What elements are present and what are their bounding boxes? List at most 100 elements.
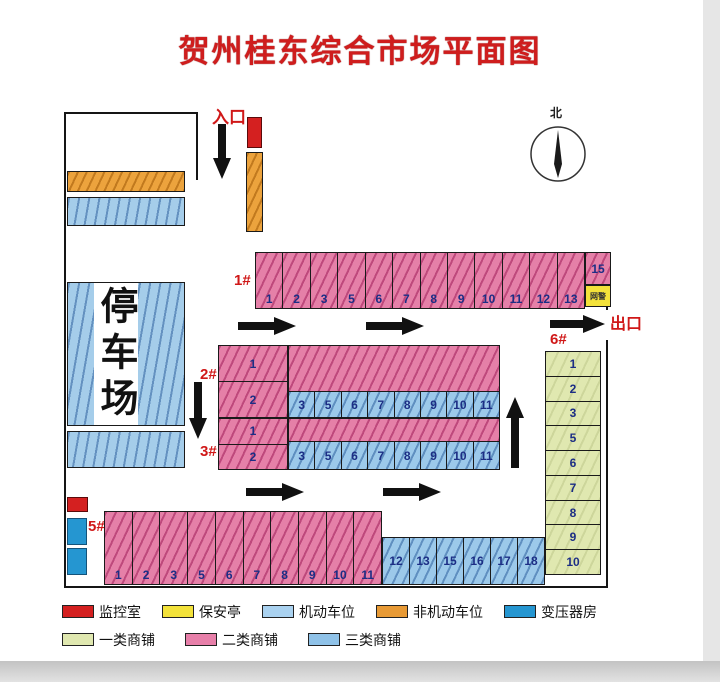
shop-row-3: 3 5 6 7 8 9 10 11 — [288, 441, 500, 470]
legend-swatch — [308, 633, 340, 646]
legend-row-1: 监控室 保安亭 机动车位 非机动车位 变压器房 — [62, 599, 682, 624]
shop-cell: 12 — [389, 554, 403, 568]
entrance-label: 入口 — [212, 108, 246, 127]
security-booth-box: 网警 — [585, 285, 611, 307]
shop-cell: 3 — [309, 253, 337, 308]
flow-arrow-right-icon — [238, 316, 298, 336]
shop-cell: 6 — [214, 512, 243, 584]
shop-cell: 8 — [270, 512, 298, 584]
shop-cell: 11 — [353, 512, 381, 584]
shop-cell: 3 — [159, 512, 187, 584]
shop-cell: 10 — [546, 549, 600, 574]
shop-cell: 9 — [419, 442, 446, 469]
page-edge-bottom — [0, 661, 720, 682]
legend-label: 三类商铺 — [345, 631, 401, 648]
entrance-arrow-down-icon — [212, 124, 232, 180]
legend-swatch — [62, 605, 94, 618]
monitor-room-box-2 — [67, 497, 88, 512]
transformer-room-box-2 — [67, 548, 87, 575]
shop-row-3-left: 1 2 — [218, 418, 288, 470]
shop-cell: 6 — [546, 450, 600, 475]
legend-swatch — [185, 633, 217, 646]
legend-swatch — [62, 633, 94, 646]
shop-row-5-pink: 1 2 3 5 6 7 8 9 10 11 — [104, 511, 382, 585]
legend-swatch — [162, 605, 194, 618]
shop-cell: 16 — [463, 538, 490, 584]
shop-cell: 9 — [546, 524, 600, 549]
shop-cell: 9 — [419, 392, 446, 417]
flow-arrow-right-icon — [383, 482, 443, 502]
exit-label: 出口 — [610, 316, 643, 333]
legend-item: 机动车位 — [262, 602, 355, 622]
shop-cell: 5 — [337, 253, 364, 308]
wall-entry-vertical — [196, 112, 198, 180]
legend-item: 非机动车位 — [376, 602, 483, 622]
shop-cell: 5 — [314, 392, 340, 417]
shop-cell: 5 — [546, 425, 600, 450]
shop-block-2-rear — [288, 345, 500, 392]
shop-cell: 6 — [340, 392, 367, 417]
shop-cell: 6 — [364, 253, 392, 308]
transformer-room-box — [67, 518, 87, 545]
lane-arrow-up-icon — [505, 396, 525, 468]
shop-cell: 8 — [393, 442, 420, 469]
shop-cell: 2 — [131, 512, 160, 584]
legend-item: 三类商铺 — [308, 630, 401, 650]
shop-cell: 12 — [529, 253, 556, 308]
shop-cell: 11 — [472, 392, 499, 417]
shop-cell: 1 — [249, 356, 257, 371]
shop-cell: 1 — [249, 424, 257, 439]
legend-row-2: 一类商铺 二类商铺 三类商铺 — [62, 627, 682, 652]
row3-label: 3# — [200, 443, 217, 460]
legend-item: 一类商铺 — [62, 630, 155, 650]
legend-label: 机动车位 — [299, 603, 355, 620]
non-motor-parking-strip — [67, 171, 185, 192]
shop-cell: 2 — [219, 443, 287, 470]
legend-swatch — [376, 605, 408, 618]
shop-cell: 2 — [546, 375, 600, 401]
shop-row-6: 1 2 3 5 6 7 8 9 10 — [545, 351, 601, 575]
shop-cell: 8 — [419, 253, 447, 308]
shop-cell: 13 — [409, 538, 436, 584]
page-edge-right — [703, 0, 720, 682]
shop-cell: 1 — [115, 568, 122, 582]
parking-label: 停车场 — [94, 286, 136, 424]
legend-item: 保安亭 — [162, 602, 241, 622]
shop-cell: 6 — [340, 442, 367, 469]
shop-cell: 7 — [242, 512, 271, 584]
wall-top-left — [64, 112, 198, 114]
shop-cell: 1 — [265, 292, 273, 306]
parking-text-band — [94, 283, 138, 425]
non-motor-parking-strip-entrance — [246, 152, 263, 232]
shop-cell: 9 — [297, 512, 326, 584]
shop-row-2: 3 5 6 7 8 9 10 11 — [288, 391, 500, 418]
shop-cell: 9 — [446, 253, 474, 308]
legend-label: 非机动车位 — [413, 603, 483, 620]
shop-cell: 15 — [591, 261, 605, 276]
shop-cell: 18 — [517, 538, 544, 584]
shop-cell: 5 — [187, 512, 215, 584]
legend-item: 监控室 — [62, 602, 141, 622]
shop-cell: 8 — [546, 499, 600, 525]
shop-cell: 5 — [314, 442, 340, 469]
row1-label: 1# — [234, 272, 251, 289]
legend-swatch — [262, 605, 294, 618]
shop-cell: 3 — [546, 400, 600, 426]
legend-label: 变压器房 — [541, 603, 597, 620]
shop-cell: 7 — [392, 253, 419, 308]
shop-cell: 11 — [472, 442, 499, 469]
shop-cell: 7 — [546, 474, 600, 500]
shop-cell: 2 — [219, 381, 287, 417]
wall-bottom — [64, 586, 608, 588]
wall-right-lower — [606, 340, 608, 588]
shop-cell: 17 — [490, 538, 517, 584]
shop-cell: 10 — [474, 253, 501, 308]
legend-item: 二类商铺 — [185, 630, 278, 650]
exit-arrow-right-icon — [550, 314, 606, 334]
compass-north-label: 北 — [550, 106, 563, 120]
shop-block-3-rear — [288, 418, 500, 442]
shop-cell: 1 — [569, 356, 577, 371]
shop-cell: 11 — [501, 253, 529, 308]
row2-label: 2# — [200, 366, 217, 383]
